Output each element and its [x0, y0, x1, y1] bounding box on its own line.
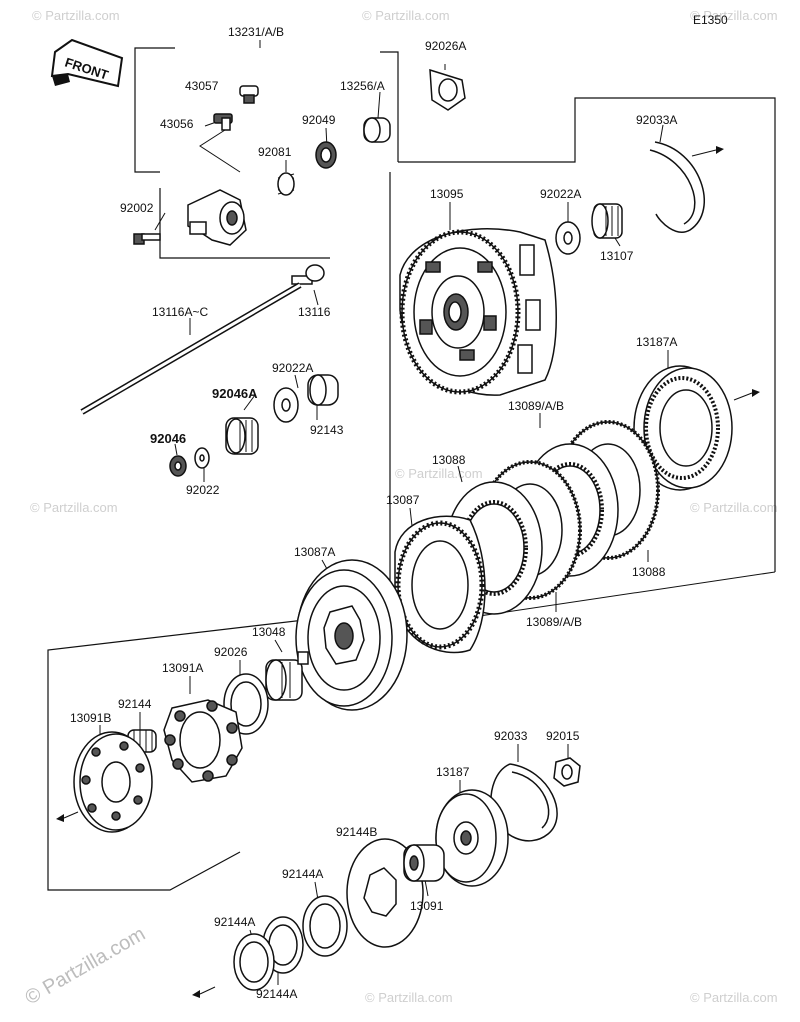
spring-holder-13091a [163, 699, 243, 783]
watermark-text: © Partzilla.com [30, 500, 118, 515]
watermark-text: © Partzilla.com [362, 8, 450, 23]
watermark-text: © Partzilla.com [690, 8, 778, 23]
watermark-text: © Partzilla.com [690, 500, 778, 515]
direction-arrows [56, 146, 760, 998]
label-92046: 92046 [150, 431, 186, 446]
watermark-text: © Partzilla.com [395, 466, 483, 481]
label-43056: 43056 [160, 117, 194, 131]
washer-92144a-1 [302, 895, 348, 957]
washer-92022 [194, 447, 210, 469]
piston-13256 [363, 117, 391, 143]
label-13116a-c: 13116A~C [152, 305, 208, 319]
label-13089-bot: 13089/A/B [526, 615, 582, 629]
label-92144b: 92144B [336, 825, 377, 839]
label-92026a: 92026A [425, 39, 466, 53]
diagram-code: E1350 [693, 13, 728, 27]
washer-92022a [273, 387, 299, 423]
label-13091b: 13091B [70, 711, 111, 725]
label-92046a: 92046A [212, 386, 258, 401]
clutch-hub-13087a [295, 559, 408, 711]
oil-seal-92049 [315, 141, 337, 169]
label-92022: 92022 [186, 483, 220, 497]
spring-92081 [277, 172, 295, 196]
label-92081: 92081 [258, 145, 292, 159]
watermark-text: © Partzilla.com [365, 990, 453, 1005]
bearing-92046 [169, 455, 187, 477]
snap-ring-92033 [490, 763, 558, 842]
label-13187: 13187 [436, 765, 470, 779]
label-13256a: 13256/A [340, 79, 385, 93]
front-arrow-icon: FRONT [50, 38, 124, 88]
label-92033a: 92033A [636, 113, 677, 127]
label-13095: 13095 [430, 187, 464, 201]
plate-13091b [73, 731, 153, 833]
label-13107: 13107 [600, 249, 634, 263]
label-13089-top: 13089/A/B [508, 399, 564, 413]
label-43057: 43057 [185, 79, 219, 93]
label-92033: 92033 [494, 729, 528, 743]
part-13091 [403, 844, 445, 882]
group-outline [47, 47, 776, 891]
collar-92143 [307, 374, 339, 406]
label-92144a-3: 92144A [256, 987, 297, 1001]
label-13088-top: 13088 [432, 453, 466, 467]
label-92049: 92049 [302, 113, 336, 127]
label-13231: 13231/A/B [228, 25, 284, 39]
label-92143: 92143 [310, 423, 344, 437]
label-92144: 92144 [118, 697, 152, 711]
gasket-92026a [429, 68, 466, 111]
label-92026: 92026 [214, 645, 248, 659]
parts [73, 68, 733, 991]
slave-cylinder-13231 [187, 189, 247, 246]
bleeder-valve-43056 [213, 113, 233, 131]
plate-13187 [435, 789, 509, 887]
label-13116: 13116 [298, 305, 331, 319]
nut-92015 [553, 757, 581, 787]
pressure-plate-13187a [633, 365, 733, 491]
label-92002: 92002 [120, 201, 154, 215]
bleeder-cap-43057 [239, 85, 259, 104]
label-92015: 92015 [546, 729, 580, 743]
label-13048: 13048 [252, 625, 286, 639]
label-13091: 13091 [410, 899, 444, 913]
clutch-hub-13087 [394, 515, 486, 654]
label-92144a-2: 92144A [214, 915, 255, 929]
label-13087: 13087 [386, 493, 420, 507]
clutch-housing-13095 [399, 228, 557, 396]
label-13187a: 13187A [636, 335, 677, 349]
push-rod-13116a-c [80, 282, 302, 415]
clutch-plates-13088-13089 [445, 420, 660, 615]
sleeve-13107 [591, 203, 623, 239]
part-labels: 13231/A/B 92026A 43057 13256/A 43056 920… [70, 25, 677, 1001]
label-13088-bot: 13088 [632, 565, 666, 579]
push-rod-13116 [291, 264, 325, 285]
watermark-text: © Partzilla.com [690, 990, 778, 1005]
needle-bearing-92046a [225, 417, 259, 455]
part-13048 [265, 651, 309, 701]
snap-ring-92033a [649, 141, 705, 233]
label-13091a: 13091A [162, 661, 203, 675]
label-92144a-1: 92144A [282, 867, 323, 881]
washer-92022a-top [555, 221, 581, 255]
watermark-text: © Partzilla.com [32, 8, 120, 23]
label-92022a-top: 92022A [540, 187, 581, 201]
washer-92144a-3 [233, 933, 275, 991]
bolt-92002 [133, 233, 161, 245]
label-13087a: 13087A [294, 545, 335, 559]
label-92022a-mid: 92022A [272, 361, 313, 375]
